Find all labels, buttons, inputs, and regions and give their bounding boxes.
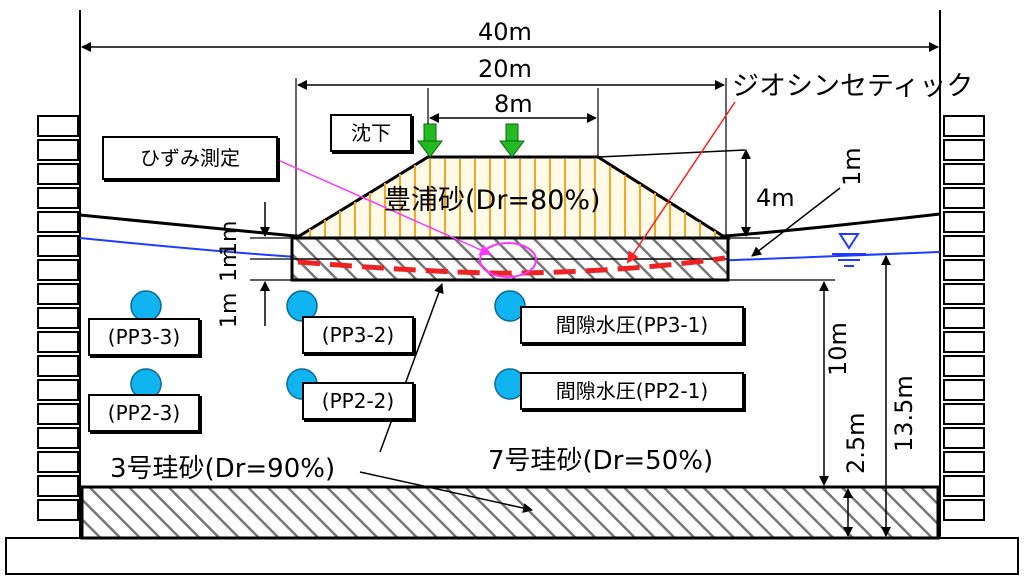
geosynthetic-label: ジオシンセティック: [732, 71, 974, 102]
sand-no3-label: 3号珪砂(Dr=90%): [110, 454, 336, 484]
settlement-label: 沈下: [330, 114, 412, 152]
dim-40m-label: 40m: [478, 18, 532, 46]
settlement-arrow-right: [499, 123, 525, 158]
dim-13-5m-label: 13.5m: [890, 375, 918, 452]
sensor-label-pp2-2-text: (PP2-2): [321, 389, 395, 413]
dim-10m-label: 10m: [824, 322, 852, 376]
base-plate: [5, 537, 1019, 575]
sand3-pointer-line-down: [359, 471, 533, 513]
initial-surface-line: [597, 149, 746, 158]
bottom-hatched-layer: [80, 485, 940, 540]
sensor-label-pp3-1: 間隙水圧(PP3-1): [520, 306, 744, 344]
strain-pointer-line: [277, 159, 492, 256]
sensor-label-pp3-2: (PP3-2): [302, 316, 414, 354]
strain-measurement-text: ひずみ測定: [140, 146, 240, 170]
dim-4m-label: 4m: [756, 184, 795, 212]
right-container-wall: [943, 115, 985, 521]
sand-no7-label: 7号珪砂(Dr=50%): [488, 446, 714, 476]
sensor-label-pp3-3-text: (PP3-3): [107, 325, 181, 349]
dim-2-5m-label: 2.5m: [842, 412, 870, 474]
water-level-symbol: [832, 233, 866, 267]
strain-measurement-zone: [479, 242, 537, 278]
dim-left-1m-a-label: 1m: [217, 221, 242, 256]
sensor-label-pp2-1-text: 間隙水圧(PP2-1): [555, 379, 709, 403]
embankment-hatch: [309, 159, 716, 238]
settlement-arrow-left: [417, 123, 443, 158]
sensor-label-pp2-3: (PP2-3): [88, 394, 200, 432]
sensor-label-pp2-1: 間隙水圧(PP2-1): [520, 372, 744, 410]
dim-left-1m-c-label: 1m: [217, 293, 242, 328]
dim-1m-pointer: [751, 187, 841, 257]
sensor-pp3-3: [130, 290, 162, 322]
dim-20m-label: 20m: [478, 55, 532, 83]
dim-left-1m-b-label: 1m: [217, 247, 242, 282]
sensor-label-pp3-2-text: (PP3-2): [321, 323, 395, 347]
dim-8m-label: 8m: [494, 90, 533, 118]
dim-1m-right-label: 1m: [838, 147, 866, 186]
sensor-label-pp2-2: (PP2-2): [302, 382, 414, 420]
left-container-wall: [37, 115, 79, 521]
sensor-label-pp3-3: (PP3-3): [88, 318, 200, 356]
settlement-label-text: 沈下: [351, 121, 391, 145]
strain-measurement-label: ひずみ測定: [102, 136, 278, 180]
embankment-material-label: 豊浦砂(Dr=80%): [384, 185, 601, 216]
sensor-label-pp2-3-text: (PP2-3): [107, 401, 181, 425]
geosynthetic-pointer-line: [626, 101, 736, 264]
sand3-pointer-line-up: [379, 283, 444, 453]
sensor-label-pp3-1-text: 間隙水圧(PP3-1): [555, 313, 709, 337]
